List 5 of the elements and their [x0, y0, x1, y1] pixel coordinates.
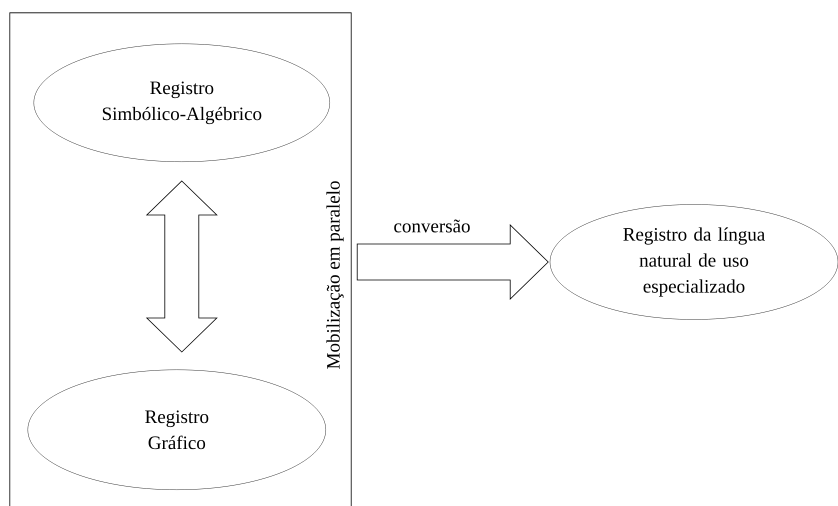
block-arrow	[356, 224, 549, 300]
edge-label: conversão	[394, 220, 470, 232]
ellipse-node: Registro da língua natural de uso especializado	[550, 204, 838, 320]
ellipse-node: Registro Gráfico	[28, 370, 326, 490]
ellipse-node: Registro Simbólico-Algébrico	[34, 44, 330, 162]
